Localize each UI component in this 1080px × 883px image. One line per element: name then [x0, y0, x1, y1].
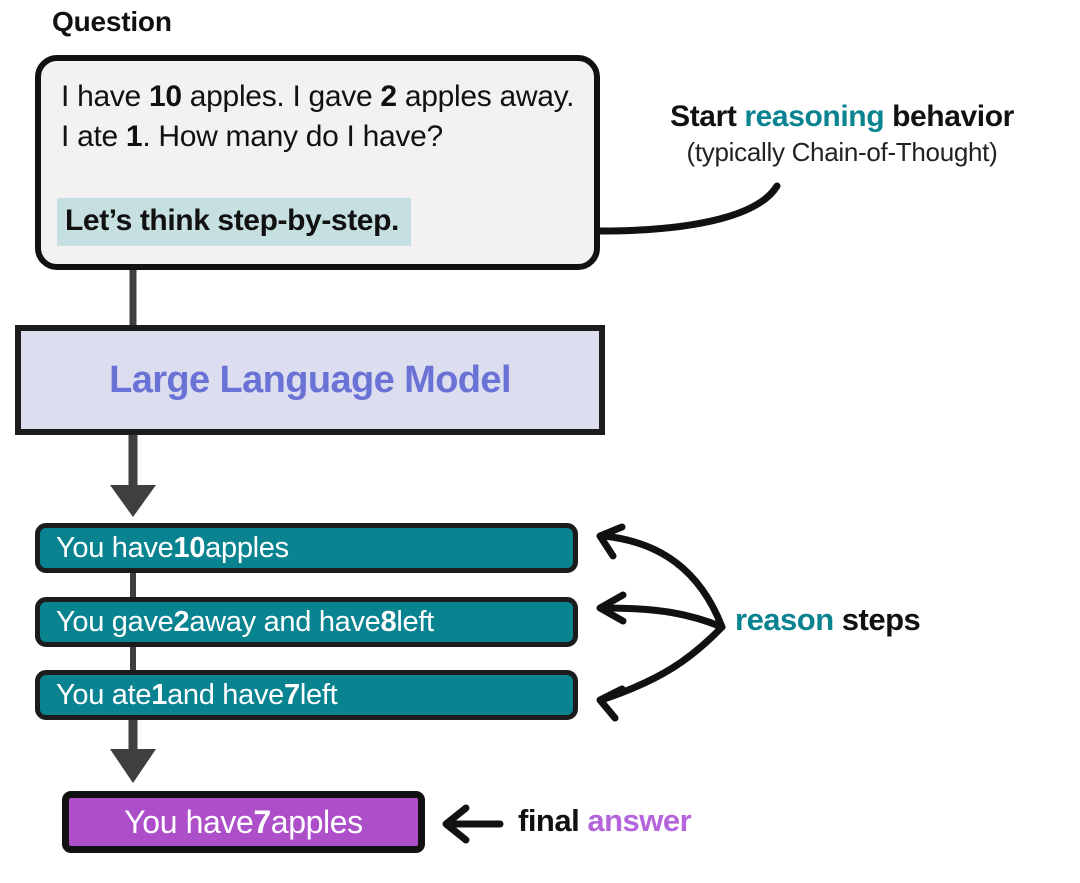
prompt-part: . How many do I have?: [142, 119, 443, 153]
arrow-left-final-answer-icon: [442, 804, 504, 844]
question-section-label: Question: [52, 6, 172, 37]
reasoning-behavior-annotation: Start reasoning behavior (typically Chai…: [622, 100, 1062, 168]
step-text-part: You have: [56, 531, 174, 564]
reason-step-box: You ate 1 and have 7 left: [35, 670, 578, 720]
annotation-accent-answer: answer: [587, 803, 692, 838]
step-text-part: You gave: [56, 605, 174, 638]
final-answer-annotation: final answer: [518, 803, 692, 839]
llm-box-label: Large Language Model: [109, 358, 511, 401]
prompt-part: apples. I gave: [181, 80, 381, 113]
annotation-accent-reasoning: reasoning: [744, 100, 885, 133]
reason-step-box: You gave 2 away and have 8 left: [35, 597, 578, 647]
step-text-part: left: [299, 678, 338, 711]
answer-number: 7: [253, 803, 271, 840]
prompt-number-1: 1: [125, 119, 143, 153]
prompt-number-10: 10: [148, 80, 182, 113]
step-number: 10: [173, 531, 206, 564]
cot-trigger-highlight: Let’s think step-by-step.: [57, 198, 411, 246]
question-box: I have 10 apples. I gave 2 apples away. …: [35, 55, 600, 270]
annotation-accent-reason: reason: [735, 602, 834, 637]
curved-arrows-reason-steps-icon: [596, 523, 726, 722]
large-language-model-box: Large Language Model: [15, 325, 605, 435]
step-text-part: You ate: [56, 678, 152, 711]
step-text-part: and have: [167, 678, 284, 711]
step-number: 2: [173, 605, 190, 638]
prompt-part: I have: [61, 80, 149, 113]
arrow-llm-to-steps-icon: [110, 433, 156, 517]
annotation-part: steps: [833, 602, 921, 637]
final-answer-box: You have 7 apples: [62, 791, 425, 853]
reasoning-annotation-line2: (typically Chain-of-Thought): [686, 137, 998, 167]
step-text-part: apples: [205, 531, 289, 564]
prompt-part: apples away. I ate: [61, 80, 575, 153]
arrow-steps-to-answer-icon: [110, 718, 156, 783]
prompt-number-2: 2: [380, 80, 397, 113]
answer-text-part: apples: [270, 803, 363, 840]
question-prompt-text: I have 10 apples. I gave 2 apples away. …: [61, 77, 581, 157]
step-number: 7: [284, 678, 300, 711]
step-number: 8: [380, 605, 397, 638]
annotation-part: final: [518, 803, 588, 838]
answer-text-part: You have: [124, 803, 254, 840]
annotation-part: Start: [670, 100, 745, 133]
reason-steps-annotation: reason steps: [735, 602, 921, 638]
reasoning-annotation-line1: Start reasoning behavior: [622, 100, 1062, 134]
step-number: 1: [151, 678, 168, 711]
step-text-part: away and have: [189, 605, 381, 638]
step-text-part: left: [396, 605, 434, 638]
reason-step-box: You have 10 apples: [35, 523, 578, 573]
annotation-part: behavior: [884, 100, 1014, 133]
